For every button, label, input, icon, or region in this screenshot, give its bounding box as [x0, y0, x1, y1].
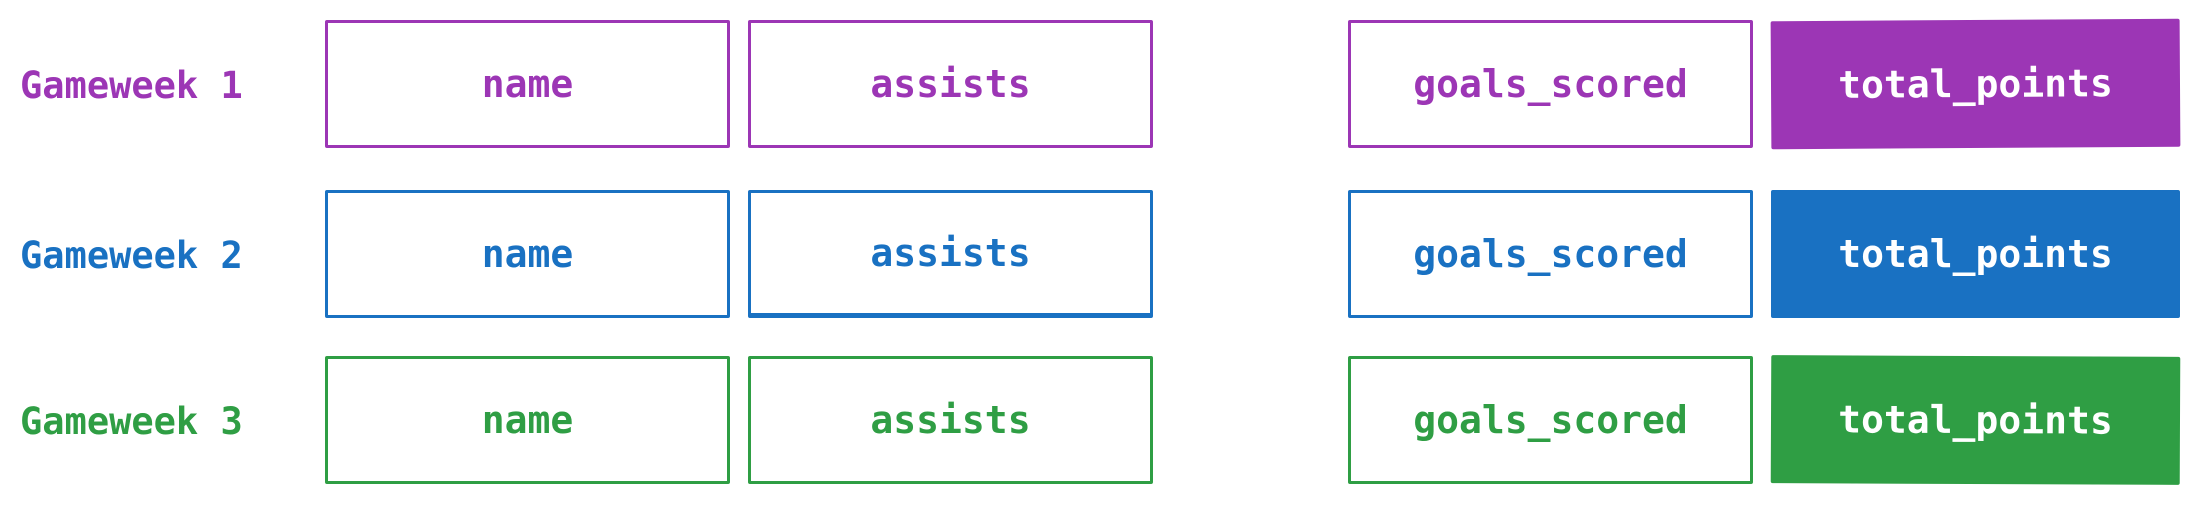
goals-scored-column-box: goals_scored: [1348, 356, 1753, 484]
total-points-column-box: total_points: [1770, 18, 2181, 150]
name-column-box: name: [325, 190, 730, 318]
assists-column-box: assists: [748, 190, 1153, 318]
assists-column-box: assists: [748, 20, 1153, 148]
name-column-box: name: [325, 356, 730, 484]
goals-scored-column-box: goals_scored: [1348, 20, 1753, 148]
gameweek-label: Gameweek 3: [20, 400, 243, 443]
gameweek-label: Gameweek 2: [20, 234, 243, 277]
assists-column-box: assists: [748, 356, 1153, 484]
total-points-column-box: total_points: [1770, 355, 2181, 485]
total-points-column-box: total_points: [1771, 190, 2180, 318]
gameweek-row-3: Gameweek 3 name assists goals_scored tot…: [0, 355, 2195, 488]
gameweek-row-1: Gameweek 1 name assists goals_scored tot…: [0, 18, 2195, 152]
gameweek-row-2: Gameweek 2 name assists goals_scored tot…: [0, 190, 2195, 322]
gameweek-label: Gameweek 1: [20, 64, 243, 107]
name-column-box: name: [325, 20, 730, 148]
goals-scored-column-box: goals_scored: [1348, 190, 1753, 318]
